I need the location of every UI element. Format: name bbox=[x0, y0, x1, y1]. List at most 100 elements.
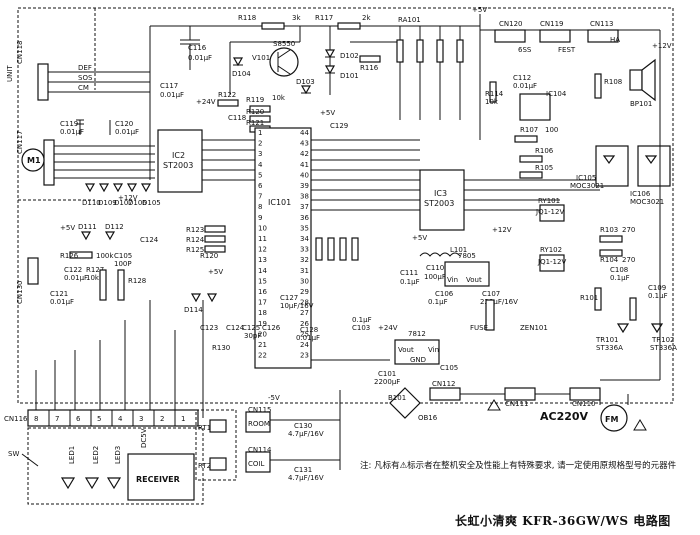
resistor-r107 bbox=[514, 135, 538, 143]
fan-motor-fm bbox=[600, 404, 628, 432]
label-r107: R107 bbox=[520, 126, 538, 134]
ic101-pin-label: 11 bbox=[258, 235, 267, 243]
label-c129: C129 bbox=[330, 122, 348, 130]
ic101-pin-label: 25 bbox=[300, 330, 309, 338]
label-d110: D110 bbox=[82, 199, 101, 207]
ic101-pin-label: 42 bbox=[300, 150, 309, 158]
ic101-pin-label: 12 bbox=[258, 246, 267, 254]
safety-note: 注: 凡标有⚠标示者在整机安全及性能上有特殊要求, 请一定使用原规格型号的元器件 bbox=[360, 461, 677, 471]
cn116-pin-label: 5 bbox=[97, 415, 101, 423]
diode-d112 bbox=[104, 231, 116, 241]
resistor-ra101-1 bbox=[396, 39, 404, 63]
label-c127: C127 bbox=[280, 294, 298, 302]
resistor-r127 bbox=[99, 269, 107, 301]
resistor-r120 bbox=[249, 115, 271, 123]
label-plus12v-top: +12V bbox=[652, 42, 672, 50]
resistor-r119 bbox=[249, 105, 271, 113]
label-c125-value: 30pF bbox=[244, 332, 261, 340]
label-7812-vout: Vout bbox=[398, 346, 414, 354]
ic101-pin-label: 44 bbox=[300, 129, 309, 137]
label-cm: CM bbox=[78, 84, 89, 92]
label-c125: C125 bbox=[242, 324, 260, 332]
label-c105: C105 bbox=[440, 364, 458, 372]
label-ha: HA bbox=[610, 36, 620, 44]
label-c107: C107 bbox=[482, 290, 500, 298]
label-r116: R116 bbox=[360, 64, 379, 72]
resistor-r126 bbox=[69, 251, 93, 259]
label-c123: C123 bbox=[200, 324, 218, 332]
label-r127: R127 bbox=[86, 266, 104, 274]
ic101-pin-label: 5 bbox=[258, 171, 262, 179]
label-c121-value: 0.01μF bbox=[50, 298, 74, 306]
label-r126: R126 bbox=[60, 252, 79, 260]
label-receiver: RECEIVER bbox=[136, 475, 180, 484]
diode-d111 bbox=[80, 231, 92, 241]
ic101-pin-label: 38 bbox=[300, 193, 309, 201]
label-r103: R103 bbox=[600, 226, 618, 234]
label-r122: R122 bbox=[218, 91, 236, 99]
ic101-pin-label: 30 bbox=[300, 277, 309, 285]
label-cn119: CN119 bbox=[540, 20, 564, 28]
label-fest: FEST bbox=[558, 46, 576, 54]
label-plus5v-mid: +5V bbox=[320, 109, 335, 117]
resistor-r105 bbox=[519, 171, 543, 179]
label-ic101: IC101 bbox=[268, 198, 291, 207]
label-plus12v-left: +12V bbox=[118, 194, 138, 202]
label-c124-lower: C124 bbox=[226, 324, 245, 332]
label-c109-value: 0.1μF bbox=[648, 292, 668, 300]
label-c108-value: 0.1μF bbox=[610, 274, 630, 282]
label-c101: C101 bbox=[378, 370, 396, 378]
connector-cn130 bbox=[27, 257, 39, 285]
label-r123: R123 bbox=[186, 226, 204, 234]
label-c119: C119 bbox=[60, 120, 78, 128]
label-c109: C109 bbox=[648, 284, 666, 292]
label-ic106-part: MOC3021 bbox=[630, 198, 664, 206]
label-c122: C122 bbox=[64, 266, 82, 274]
label-fuse: FUSE bbox=[470, 324, 488, 332]
label-r108: R108 bbox=[604, 78, 622, 86]
label-d103: D103 bbox=[296, 78, 315, 86]
fuse bbox=[485, 299, 495, 331]
label-tr101-part: ST336A bbox=[596, 344, 623, 352]
ic101-pin-label: 9 bbox=[258, 214, 262, 222]
optotriac-ic105 bbox=[595, 145, 629, 187]
label-plus12v-mid: +12V bbox=[492, 226, 512, 234]
label-plus5v-left: +5V bbox=[60, 224, 75, 232]
label-tr101: TR101 bbox=[595, 336, 619, 344]
label-r121: R121 bbox=[246, 119, 264, 127]
label-r101: R101 bbox=[580, 294, 598, 302]
ic-ic101 bbox=[254, 127, 312, 369]
label-plus5v-d114: +5V bbox=[208, 268, 223, 276]
ic101-pin-label: 34 bbox=[300, 235, 309, 243]
ic101-pin-label: 8 bbox=[258, 203, 262, 211]
label-d105: D105 bbox=[142, 199, 161, 207]
label-cn117: CN117 bbox=[16, 131, 24, 155]
buzzer-bp101 bbox=[629, 69, 643, 91]
ic101-pin-label: 20 bbox=[258, 330, 267, 338]
label-rt1: RT1 bbox=[198, 424, 211, 432]
resistor-r114 bbox=[489, 81, 497, 103]
label-plus5v-ps: +5V bbox=[412, 234, 427, 242]
resistor-r133 bbox=[339, 237, 347, 261]
label-c112: C112 bbox=[513, 74, 531, 82]
label-r104-value: 270 bbox=[622, 256, 635, 264]
label-c108: C108 bbox=[610, 266, 628, 274]
label-c110-value: 100μF/16V bbox=[424, 273, 462, 281]
resistor-r118 bbox=[261, 22, 285, 30]
ic101-pin-label: 4 bbox=[258, 161, 263, 169]
label-tr102: TR102 bbox=[651, 336, 675, 344]
transistor-v101 bbox=[269, 47, 299, 77]
label-d104: D104 bbox=[232, 70, 251, 78]
label-ry102-part: JQ1-12V bbox=[537, 258, 566, 266]
ic101-pin-label: 31 bbox=[300, 267, 309, 275]
label-ob16: OB16 bbox=[418, 414, 438, 422]
label-bp101: BP101 bbox=[630, 100, 652, 108]
label-l101: L101 bbox=[450, 246, 467, 254]
label-ic105-part: MOC3021 bbox=[570, 182, 604, 190]
label-c128-value: 0.01μF bbox=[296, 334, 320, 342]
label-r120: R120 bbox=[246, 108, 264, 116]
label-c105-left-value: 100P bbox=[114, 260, 132, 268]
ic101-pin-label: 40 bbox=[300, 171, 309, 179]
label-c118: C118 bbox=[228, 114, 246, 122]
connector-cn112 bbox=[429, 387, 461, 401]
